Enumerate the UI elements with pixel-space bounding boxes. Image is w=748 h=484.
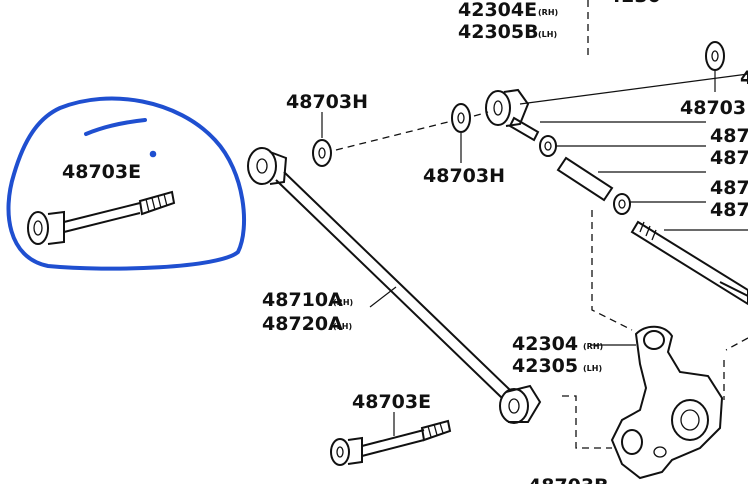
label-42304: 42304: [512, 333, 578, 355]
bottom-bolt-drawing: [330, 412, 452, 466]
label-stack-3: 487: [710, 177, 748, 199]
dashed-guide-knuckle: [723, 337, 748, 400]
knuckle-drawing: [590, 325, 724, 480]
circled-bolt-drawing: [27, 190, 176, 245]
dashed-guide-vertical: [587, 0, 633, 331]
label-42305-side: (LH): [583, 364, 602, 373]
lateral-arm-drawing: [247, 147, 542, 424]
handwritten-circle-annotation: [6, 96, 247, 271]
label-stack-4: 487: [710, 199, 748, 221]
label-42305b: 42305B: [458, 21, 539, 43]
label-stack-2: 487: [710, 147, 748, 169]
label-washer-right: 48703H: [423, 165, 505, 187]
label-stack-1: 487: [710, 125, 748, 147]
label-48710a-side: (RH): [333, 298, 353, 307]
label-42305: 42305: [512, 355, 578, 377]
label-circled-bolt: 48703E: [62, 161, 141, 183]
label-bottom-bolt: 48703E: [352, 391, 431, 413]
label-48720a-side: (LH): [333, 322, 352, 331]
label-48710a: 48710A: [262, 289, 343, 311]
label-top-cut: 4230: [608, 0, 661, 7]
label-right-cut: 4: [740, 67, 748, 89]
label-bottom-cut: 48703B: [528, 475, 609, 484]
label-42304e-side: (RH): [538, 8, 558, 17]
label-washer-left: 48703H: [286, 91, 368, 113]
upper-arm-assembly-drawing: [485, 41, 748, 306]
label-48720a: 48720A: [262, 313, 343, 335]
label-42304-side: (RH): [583, 342, 603, 351]
washer-left-drawing: [312, 112, 332, 167]
label-right-washer: 48703: [680, 97, 746, 119]
dashed-guide-lower: [562, 395, 612, 449]
label-42305b-side: (LH): [538, 30, 557, 39]
washer-right-drawing: [451, 103, 471, 163]
label-42304e: 42304E: [458, 0, 537, 21]
part-labels: 42304E (RH) 42305B (LH) 4230 48703H 4870…: [62, 0, 748, 484]
